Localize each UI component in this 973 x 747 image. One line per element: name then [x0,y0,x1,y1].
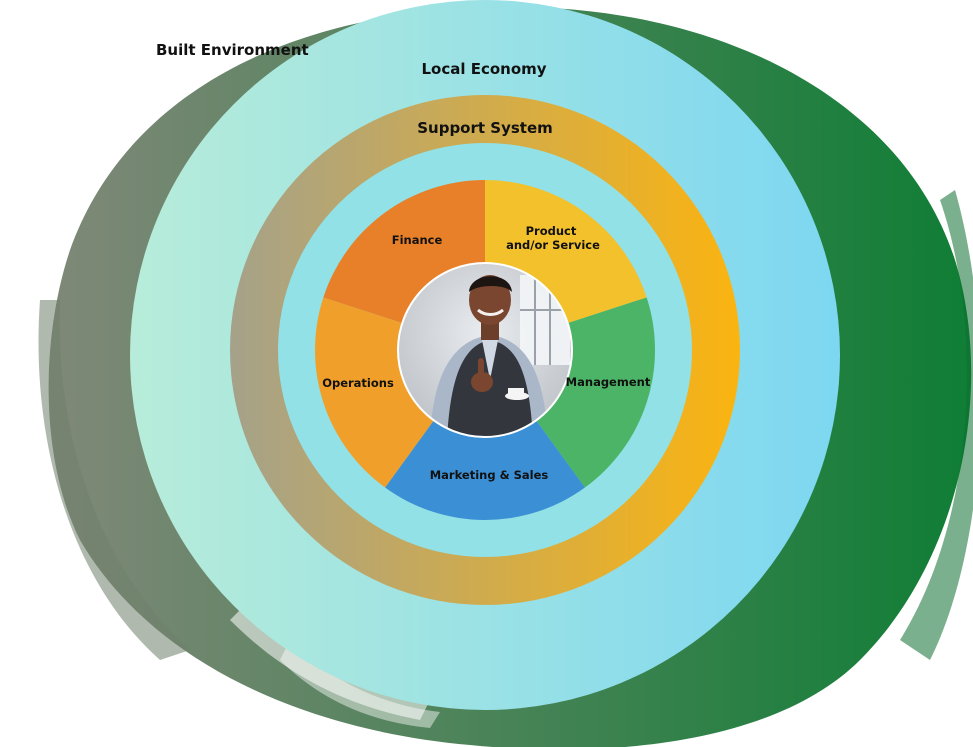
person-thumbs-up-photo [398,263,572,437]
business-segments [315,180,655,520]
segment-marketing [385,420,585,520]
built-environment-label: Built Environment [156,41,309,59]
segment-management [536,297,655,488]
segment-label-product: Product and/or Service [506,224,600,252]
support-system-label: Support System [417,119,553,137]
photo-border [397,262,573,438]
segment-operations [315,297,434,488]
segment-product [485,180,647,324]
segment-label-operations: Operations [322,376,394,390]
segment-finance [323,180,485,324]
local-economy-label: Local Economy [421,60,546,78]
segment-label-finance: Finance [392,233,443,247]
segment-label-marketing: Marketing & Sales [430,468,549,482]
segment-label-management: Management [566,375,651,389]
